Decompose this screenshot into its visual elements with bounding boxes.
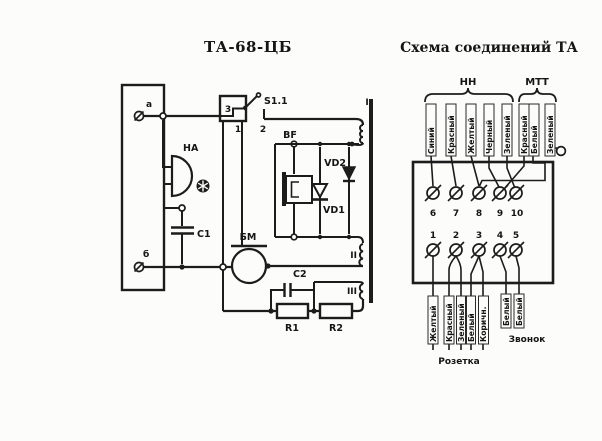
left-schematic: ТА-68-ЦБ а б [120,38,373,334]
diode-vd1: VD1 [311,147,345,234]
wire-color-label: Красный [447,115,456,154]
terminal-number: 4 [497,231,503,241]
resistor-r1: R1 [275,302,310,334]
contact2-label: 2 [260,125,266,135]
group-nn-label: НН [460,77,477,88]
c1-label: С1 [197,229,211,240]
left-title: ТА-68-ЦБ [204,38,292,56]
screw-terminal [447,241,465,259]
bottom-wire-tags: Желтый Красный Зеленый Белый Коричн. Бел… [427,293,525,345]
junction-dot [311,308,317,314]
terminal-number: 9 [497,209,503,219]
terminal-number: 2 [453,231,459,241]
capacitor-c1: С1 [171,226,211,240]
mtt-brace [518,87,557,103]
terminal-number: 5 [513,231,519,241]
wire-color-label: Зеленый [546,115,555,154]
terminal-b-label: б [143,249,149,260]
switch-s11: 3 S1.1 1 2 [218,92,288,135]
diode-vd2: VD2 [324,147,357,234]
capacitor-c2: С2 [283,269,307,297]
vd1-label: VD1 [323,205,345,216]
r1-label: R1 [285,323,299,334]
resistor-r2: R2 [318,302,354,334]
wire-color-label: Коричн. [479,306,488,342]
screw-terminal [491,241,509,259]
winding3-label: III [347,287,357,297]
screw-terminal [424,241,442,259]
wire-color-label: Красный [445,303,454,342]
terminal-number: 7 [453,209,459,219]
terminal-number: 1 [430,231,436,241]
wire-color-label: Зеленый [457,303,466,342]
bell-symbol-icon [196,179,210,193]
terminal-number: 8 [476,209,482,219]
screw-terminal [491,184,509,202]
wire-loop [555,145,567,157]
wire-color-label: Зеленый [503,115,512,154]
terminal-number: 3 [476,231,482,241]
right-title: Схема соединений ТА [400,39,578,56]
terminal-number: 6 [430,209,436,219]
wire-color-label: Желтый [429,305,438,342]
terminal-number: 10 [511,209,524,219]
junction-ring [219,263,227,271]
caption-bell: Звонок [509,335,546,345]
wire-color-label: Белый [502,297,511,326]
junction-dot [179,264,185,270]
contact3-label: 3 [225,105,231,115]
contact1-label: 1 [235,125,241,135]
nn-brace [424,87,514,103]
bottom-screw-row: 1 2 3 4 5 [424,231,525,259]
ringer-ha: НА [159,112,210,212]
wire-color-label: Белый [530,125,539,154]
vd2-label: VD2 [324,158,346,169]
ringer-label: НА [183,143,199,154]
left-wiring [143,107,365,313]
screw-terminal [470,241,488,259]
c2-label: С2 [293,269,307,280]
wire-color-label: Красный [520,115,529,154]
earphone-bf: BF [282,130,313,234]
wire-color-label: Синий [427,127,436,154]
screw-terminal [507,241,525,259]
screw-terminal [507,184,525,202]
bm-label: БМ [240,232,257,243]
switch-label: S1.1 [264,96,288,107]
winding2-label: II [350,251,357,261]
top-wire-tags: Синий Красный Желтый Черный Зеленый Крас… [425,103,556,157]
screw-terminal [447,184,465,202]
caption-socket: Розетка [438,357,480,367]
top-screw-row: 6 7 8 9 10 [424,184,525,219]
winding1-label: I [365,98,368,108]
group-mtt-label: МТТ [525,77,549,88]
wire-color-label: Белый [515,297,524,326]
wire-color-label: Черный [485,120,494,154]
terminal-a: а [133,100,152,122]
screw-terminal [470,184,488,202]
junction-dot [268,308,274,314]
terminal-b: б [133,249,149,273]
transformer: I II III [275,98,373,303]
wire-color-label: Белый [467,313,476,342]
microphone-bm: БМ [230,232,271,285]
terminal-a-label: а [146,100,152,110]
bf-label: BF [283,130,297,141]
screw-terminal [424,184,442,202]
r2-label: R2 [329,323,343,334]
bf-subcircuit: BF VD1 VD2 [274,130,364,244]
wire-color-label: Желтый [467,117,476,154]
right-connection-diagram: Схема соединений ТА НН МТТ [400,39,578,367]
